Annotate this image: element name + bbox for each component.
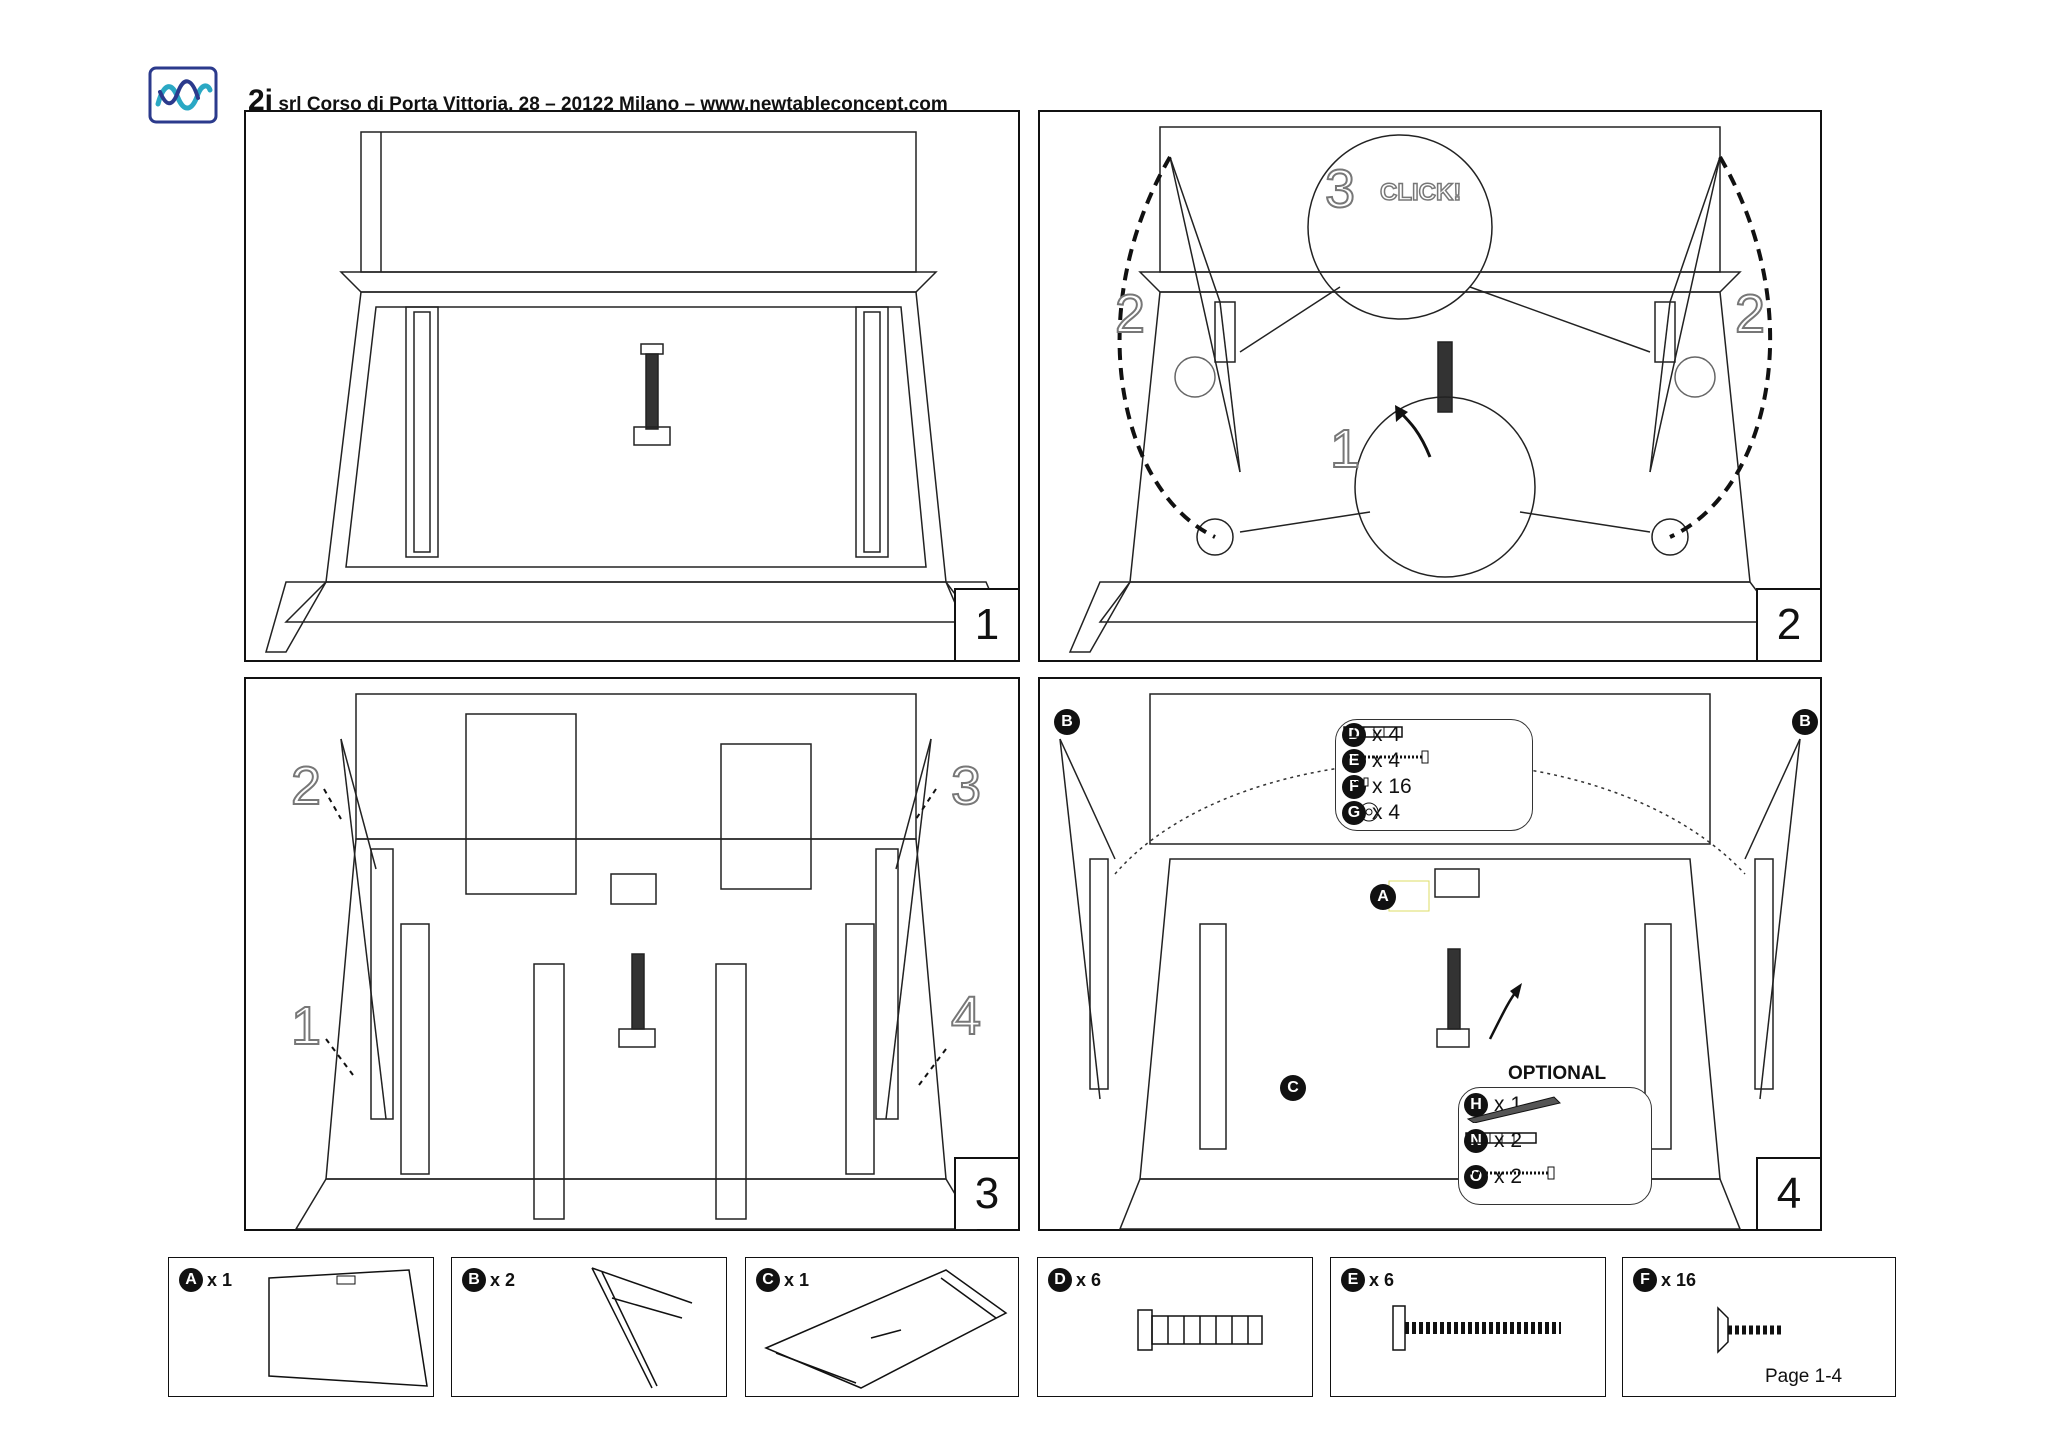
step-number: 1 bbox=[954, 588, 1018, 660]
wall-plug-icon bbox=[1137, 1309, 1263, 1351]
kit-letter-badge: F bbox=[1342, 775, 1366, 799]
kit-row-E: E x 4 bbox=[1342, 749, 1429, 773]
part-label: D x 6 bbox=[1048, 1268, 1101, 1292]
small-screw-icon bbox=[1344, 777, 1369, 787]
part-box-C: C x 1 bbox=[745, 1257, 1019, 1397]
kit-qty: x 2 bbox=[1494, 1129, 1523, 1152]
part-letter-badge: F bbox=[1633, 1268, 1657, 1292]
step-number: 3 bbox=[954, 1157, 1018, 1229]
part-label: B x 2 bbox=[462, 1268, 515, 1292]
wall-plug-icon bbox=[1465, 1132, 1537, 1144]
callout-number: 2 bbox=[1115, 284, 1145, 344]
kit-row-D: D x 4 bbox=[1342, 723, 1403, 747]
part-qty: x 6 bbox=[1076, 1269, 1102, 1290]
wall-plug-icon bbox=[1343, 726, 1403, 738]
small-screw-icon bbox=[1717, 1306, 1783, 1354]
part-label: F x 16 bbox=[1633, 1268, 1696, 1292]
part-letter-badge: A bbox=[179, 1268, 203, 1292]
part-qty: x 6 bbox=[1369, 1269, 1395, 1290]
washer-icon bbox=[1359, 802, 1379, 822]
part-label: C x 1 bbox=[756, 1268, 809, 1292]
optional-row-N: N x 2 bbox=[1464, 1129, 1537, 1153]
page-number: Page 1-4 bbox=[1765, 1366, 1843, 1387]
part-letter-badge: C bbox=[756, 1268, 780, 1292]
company-logo bbox=[148, 66, 218, 124]
marker-badge-B: B bbox=[1792, 709, 1818, 735]
part-box-F: F x 16 Page 1-4 bbox=[1622, 1257, 1896, 1397]
company-header: 2i srl Corso di Porta Vittoria, 28 – 201… bbox=[248, 84, 948, 118]
callout-number: 3 bbox=[951, 756, 981, 816]
part-box-B: B x 2 bbox=[451, 1257, 727, 1397]
kit-letter-badge: G bbox=[1342, 801, 1366, 825]
part-box-E: E x 6 bbox=[1330, 1257, 1606, 1397]
long-screw-icon bbox=[1466, 1166, 1555, 1180]
part-qty: x 16 bbox=[1661, 1269, 1697, 1290]
step-1-illustration bbox=[265, 131, 1018, 653]
step-4-panel: B B A C D x 4 E x 4 F x 16 G x 4 OPTIONA… bbox=[1038, 677, 1822, 1231]
callout-number: 4 bbox=[951, 986, 981, 1046]
part-box-D: D x 6 bbox=[1037, 1257, 1313, 1397]
kit-letter-badge: H bbox=[1464, 1093, 1488, 1117]
step-3-panel: 2 3 1 4 3 bbox=[244, 677, 1020, 1231]
company-address: srl Corso di Porta Vittoria, 28 – 20122 … bbox=[278, 94, 948, 115]
part-qty: x 2 bbox=[490, 1269, 516, 1290]
kit-qty: x 2 bbox=[1494, 1165, 1523, 1188]
panel-board-icon bbox=[268, 1269, 428, 1387]
optional-row-O: O x 2 bbox=[1464, 1165, 1555, 1189]
callout-number: 2 bbox=[1735, 284, 1765, 344]
shelf-board-icon bbox=[764, 1269, 1008, 1389]
kit-qty: x 4 bbox=[1372, 801, 1401, 824]
kit-row-G: G x 4 bbox=[1342, 801, 1400, 825]
kit-letter-badge: E bbox=[1342, 749, 1366, 773]
step-1-panel: 1 bbox=[244, 110, 1020, 662]
step-number: 2 bbox=[1756, 588, 1820, 660]
part-box-A: A x 1 bbox=[168, 1257, 434, 1397]
step-number: 4 bbox=[1756, 1157, 1820, 1229]
step-2-panel: 3 CLICK! 2 2 1 2 bbox=[1038, 110, 1822, 662]
long-screw-icon bbox=[1344, 750, 1429, 764]
optional-row-H: H x 1 bbox=[1464, 1093, 1561, 1123]
kit-qty: x 16 bbox=[1372, 775, 1412, 798]
part-label: A x 1 bbox=[179, 1268, 232, 1292]
marker-badge-A: A bbox=[1370, 884, 1396, 910]
part-qty: x 1 bbox=[784, 1269, 810, 1290]
support-bracket-icon bbox=[591, 1267, 693, 1389]
part-letter-badge: B bbox=[462, 1268, 486, 1292]
callout-number: 2 bbox=[291, 756, 321, 816]
callout-number: 3 bbox=[1325, 159, 1355, 219]
kit-qty: x 4 bbox=[1372, 749, 1401, 772]
kit-row-F: F x 16 bbox=[1342, 775, 1412, 799]
kit-qty: x 4 bbox=[1372, 723, 1401, 746]
part-letter-badge: D bbox=[1048, 1268, 1072, 1292]
part-qty: x 1 bbox=[207, 1269, 233, 1290]
marker-badge-C: C bbox=[1280, 1075, 1306, 1101]
marker-badge-B: B bbox=[1054, 709, 1080, 735]
optional-title: OPTIONAL bbox=[1508, 1063, 1607, 1084]
part-label: E x 6 bbox=[1341, 1268, 1394, 1292]
anchor-bolt-icon bbox=[1466, 1096, 1561, 1123]
step-2-illustration: 3 CLICK! 2 2 1 bbox=[1068, 126, 1782, 653]
click-label: CLICK! bbox=[1380, 179, 1461, 206]
wood-screw-icon bbox=[1392, 1305, 1561, 1351]
callout-number: 1 bbox=[291, 996, 321, 1056]
callout-number: 1 bbox=[1330, 419, 1360, 479]
part-letter-badge: E bbox=[1341, 1268, 1365, 1292]
optional-kit-box bbox=[1458, 1087, 1652, 1205]
step-3-illustration: 2 3 1 4 bbox=[290, 693, 982, 1230]
